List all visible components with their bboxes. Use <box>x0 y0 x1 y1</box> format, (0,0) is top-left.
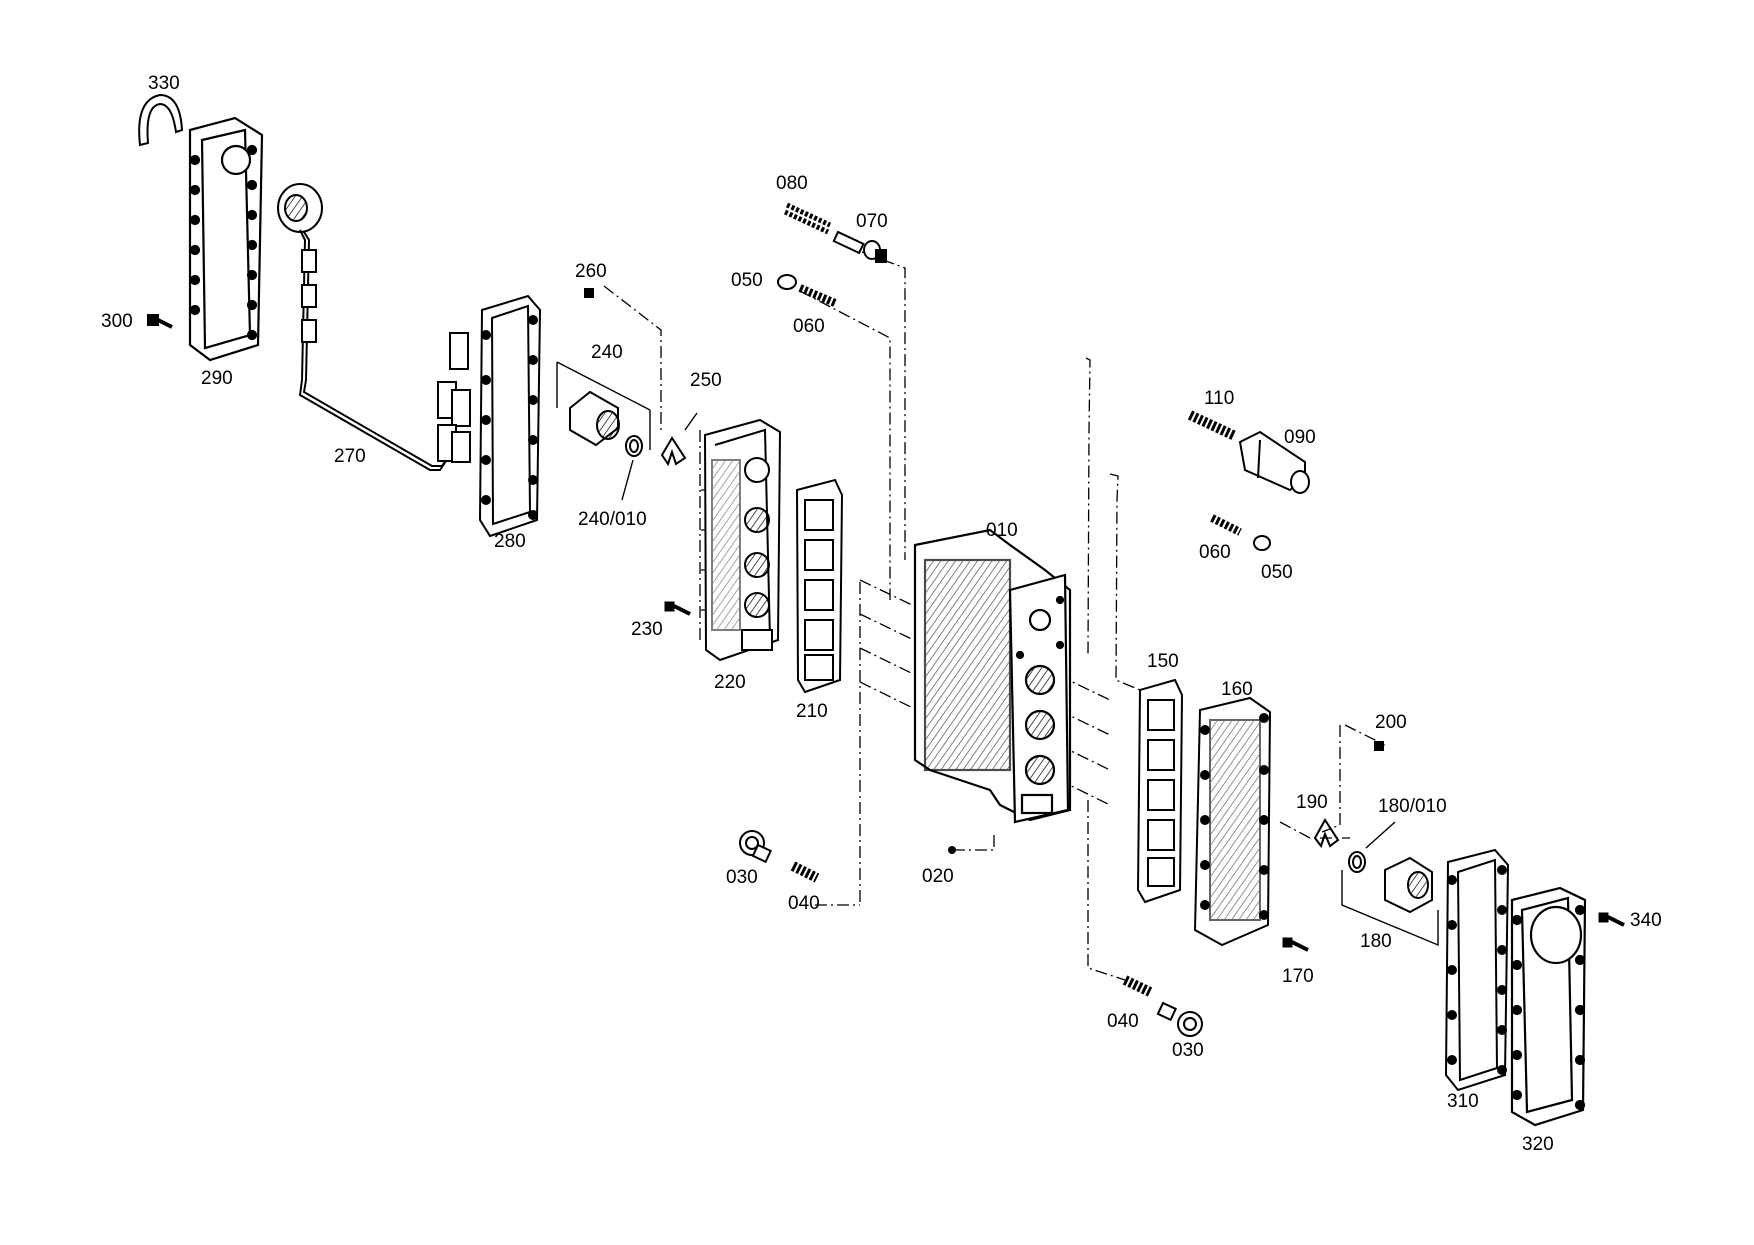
label-090: 090 <box>1284 427 1316 448</box>
part-160-valve-block <box>1193 696 1272 947</box>
label-280: 280 <box>494 531 526 552</box>
label-190: 190 <box>1296 792 1328 813</box>
part-250-clip <box>660 412 698 467</box>
part-060-spring-top <box>798 284 837 307</box>
part-170-bolt <box>1282 937 1309 952</box>
label-180: 180 <box>1360 931 1392 952</box>
part-040-spring-right <box>1122 975 1153 997</box>
label-030-left: 030 <box>726 867 758 888</box>
part-340-bolt <box>1598 912 1625 927</box>
part-050-plug-top <box>777 274 797 290</box>
part-290-cover-plate <box>188 116 264 362</box>
label-050-top: 050 <box>731 270 763 291</box>
part-010-valve-housing <box>913 528 1072 824</box>
label-210: 210 <box>796 701 828 722</box>
label-060-right: 060 <box>1199 542 1231 563</box>
label-110: 110 <box>1204 388 1235 409</box>
part-020-ball <box>948 846 956 854</box>
label-160: 160 <box>1221 679 1253 700</box>
label-240-010: 240/010 <box>578 509 647 530</box>
label-020: 020 <box>922 866 954 887</box>
label-200: 200 <box>1375 712 1407 733</box>
part-270-wiring-harness <box>277 183 471 471</box>
part-310-gasket <box>1444 848 1510 1092</box>
label-300: 300 <box>101 311 133 332</box>
label-010: 010 <box>986 520 1018 541</box>
label-040-left: 040 <box>788 893 820 914</box>
part-080-spring <box>783 202 832 235</box>
label-230: 230 <box>631 619 663 640</box>
part-040-spring-left <box>790 861 820 883</box>
label-040-right: 040 <box>1107 1011 1139 1032</box>
part-090-piston <box>1238 430 1310 494</box>
label-270: 270 <box>334 446 366 467</box>
label-320: 320 <box>1522 1134 1554 1155</box>
label-060-top: 060 <box>793 316 825 337</box>
part-300-bolt <box>147 314 173 329</box>
label-340: 340 <box>1630 910 1662 931</box>
label-070: 070 <box>856 211 888 232</box>
part-230-bolt <box>664 601 691 616</box>
part-320-cover-plate <box>1510 886 1587 1127</box>
part-150-gasket <box>1136 678 1184 904</box>
part-330-clip <box>138 93 184 147</box>
part-030-plug-right <box>1156 1001 1203 1037</box>
label-180-010: 180/010 <box>1378 796 1447 817</box>
part-240-solenoid <box>556 361 651 501</box>
part-210-gasket <box>795 478 844 694</box>
part-030-plug-left <box>739 830 773 864</box>
part-200-plug <box>1374 741 1384 751</box>
label-290: 290 <box>201 368 233 389</box>
part-280-gasket <box>478 294 542 538</box>
label-260: 260 <box>575 261 607 282</box>
part-070-piston <box>832 230 887 263</box>
part-050-plug-right <box>1253 535 1271 551</box>
part-220-valve-block <box>703 418 782 662</box>
part-260-plug <box>584 288 594 298</box>
label-170: 170 <box>1282 966 1314 987</box>
label-150: 150 <box>1147 651 1179 672</box>
label-310: 310 <box>1447 1091 1479 1112</box>
part-110-spring <box>1187 410 1238 441</box>
part-180-solenoid <box>1341 821 1439 947</box>
label-250: 250 <box>690 370 722 391</box>
label-330: 330 <box>148 73 180 94</box>
label-080: 080 <box>776 173 808 194</box>
label-030-right: 030 <box>1172 1040 1204 1061</box>
part-190-clip <box>1313 818 1340 849</box>
label-240: 240 <box>591 342 623 363</box>
label-220: 220 <box>714 672 746 693</box>
part-060-spring-right <box>1210 514 1242 536</box>
label-050-right: 050 <box>1261 562 1293 583</box>
